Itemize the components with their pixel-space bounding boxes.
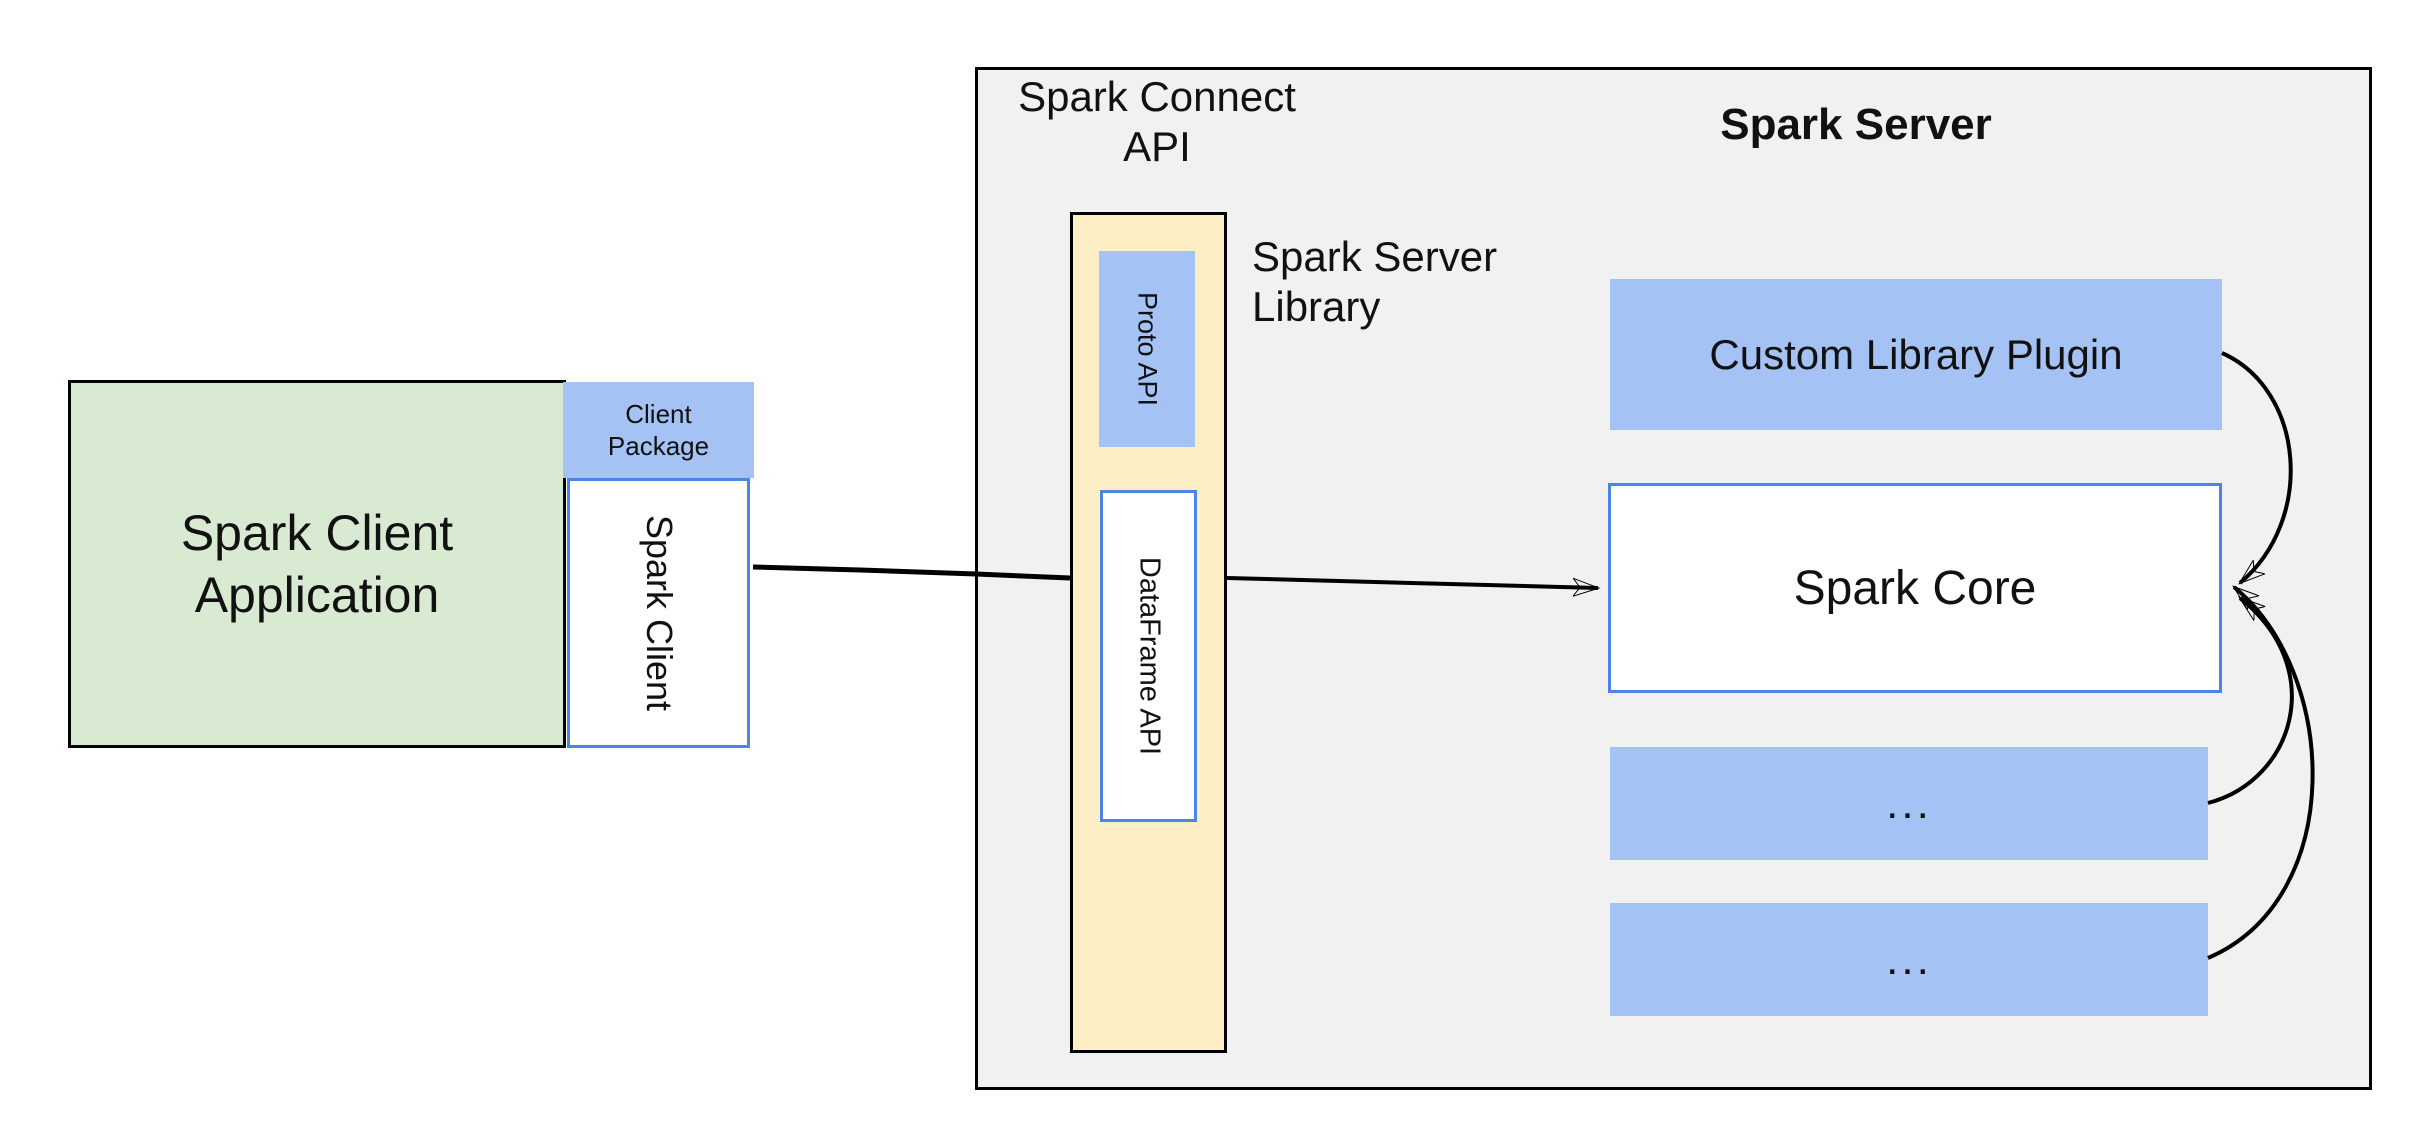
spark-core-label: Spark Core — [1793, 561, 2037, 615]
custom-library-plugin-box: Custom Library Plugin — [1610, 279, 2222, 430]
spark-server-title: Spark Server — [1720, 100, 1992, 149]
extension-box-1: ... — [1610, 747, 2208, 860]
spark-client-box: Spark Client — [567, 478, 750, 748]
spark-core-box: Spark Core — [1608, 483, 2222, 693]
client-package-label: Client Package — [607, 398, 710, 462]
extension-box-2: ... — [1610, 903, 2208, 1016]
spark-server-library-label: Spark Server Library — [1252, 233, 1498, 331]
dataframe-api-label: DataFrame API — [1133, 556, 1165, 756]
spark-client-application-box: Spark Client Application — [68, 380, 566, 748]
extension-box-1-label: ... — [1886, 778, 1932, 828]
proto-api-label: Proto API — [1132, 291, 1163, 407]
custom-library-plugin-label: Custom Library Plugin — [1709, 330, 2123, 378]
extension-box-2-label: ... — [1886, 934, 1932, 984]
client-package-box: Client Package — [563, 382, 754, 478]
spark-client-application-label: Spark Client Application — [180, 505, 454, 623]
spark-client-label: Spark Client — [638, 514, 680, 712]
dataframe-api-box: DataFrame API — [1100, 490, 1197, 822]
spark-connect-api-title: Spark Connect API — [1018, 73, 1296, 170]
proto-api-box: Proto API — [1099, 251, 1195, 447]
